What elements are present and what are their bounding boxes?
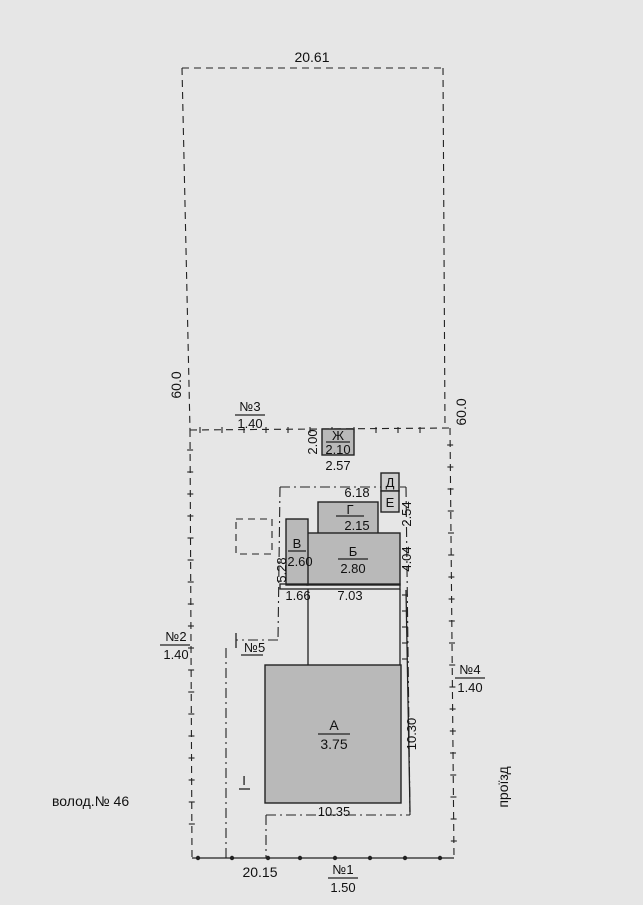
dim-right-length: 60.0 — [453, 398, 469, 425]
building-value: 3.75 — [320, 736, 347, 752]
point-5-marker: №5 — [235, 633, 265, 656]
building-e — [380, 490, 400, 513]
boundary-point-2: №2 1.40 — [160, 629, 190, 662]
dim-b-width: 7.03 — [337, 588, 362, 603]
building-letter: Г — [346, 502, 353, 517]
main-parcel-boundary — [189, 427, 455, 859]
dim-bottom-width: 20.15 — [242, 864, 277, 880]
neighbor-label: волод.№ 46 — [52, 793, 129, 809]
dim-v-width: 1.66 — [285, 588, 310, 603]
point-value: 1.40 — [163, 647, 188, 662]
point-value: 1.40 — [237, 416, 262, 431]
plot-label: I — [239, 773, 250, 790]
point-number: №3 — [239, 399, 260, 414]
building-zh-label: Ж 2.10 — [325, 428, 350, 457]
building-value: 2.80 — [340, 561, 365, 576]
dim-zh-width: 2.57 — [325, 458, 350, 473]
dim-v-height: 5.28 — [274, 557, 289, 582]
building-value: 2.10 — [325, 442, 350, 457]
dim-top-width: 20.61 — [294, 49, 329, 65]
bottom-boundary-dots — [195, 855, 443, 861]
building-value: 2.60 — [287, 554, 312, 569]
building-letter: Ж — [332, 428, 344, 443]
boundary-point-1: №1 1.50 — [328, 862, 358, 895]
building-g-label: Г 2.15 — [336, 502, 370, 533]
building-v-label: В 2.60 — [287, 536, 312, 569]
building-letter: В — [293, 536, 302, 551]
building-e-letter: Е — [386, 495, 395, 510]
dim-b-height: 4.04 — [399, 546, 414, 571]
dim-a-width: 10.35 — [318, 804, 351, 819]
base-strip — [279, 583, 401, 590]
building-v — [285, 518, 309, 586]
boundary-point-4: №4 1.40 — [455, 662, 485, 695]
building-a-label: А 3.75 — [318, 717, 350, 752]
rear-parcel-boundary — [181, 67, 446, 431]
dim-a-height: 10.30 — [404, 718, 419, 751]
road-label: проїзд — [495, 766, 511, 807]
building-b-label: Б 2.80 — [338, 544, 368, 576]
point-number: №2 — [165, 629, 186, 644]
point-number: №1 — [332, 862, 353, 877]
point-value: 1.50 — [330, 880, 355, 895]
point-number: №4 — [459, 662, 480, 677]
point-5-label: №5 — [244, 640, 265, 655]
dim-g-width: 6.18 — [344, 485, 369, 500]
yard-boundary — [225, 486, 411, 858]
building-letter: А — [329, 717, 339, 733]
dim-left-length: 60.0 — [168, 371, 184, 398]
plot-number: I — [242, 773, 246, 788]
outbuilding-outline — [235, 518, 273, 555]
building-letter: Б — [349, 544, 358, 559]
boundary-ticks — [187, 427, 457, 842]
a-dimension-line — [405, 589, 411, 813]
building-d-letter: Д — [386, 475, 395, 490]
building-value: 2.15 — [344, 518, 369, 533]
point-value: 1.40 — [457, 680, 482, 695]
boundary-point-3: №3 1.40 — [235, 399, 265, 431]
dim-g-height: 2.54 — [399, 501, 414, 526]
dim-zh-height: 2.00 — [305, 429, 320, 454]
